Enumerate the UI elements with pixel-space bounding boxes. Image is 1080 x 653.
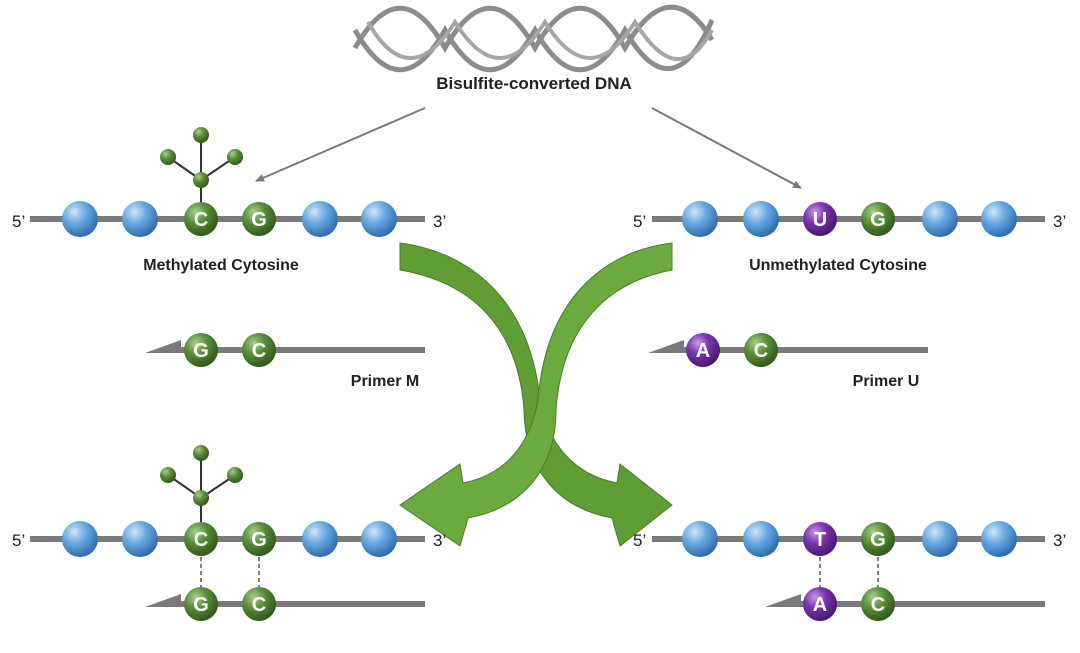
- nucleotide-c-bead: [744, 333, 778, 367]
- nucleotide-g-bead: [184, 333, 218, 367]
- nucleotide-letter: G: [193, 340, 209, 362]
- nucleotide-a-bead: [686, 333, 720, 367]
- crossing-arrows: [399, 242, 673, 547]
- nucleotide-letter: G: [870, 529, 886, 551]
- dna-double-helix-icon: [352, 4, 715, 73]
- nucleotide-letter: G: [193, 594, 209, 616]
- nucleotide-letter: A: [696, 340, 710, 362]
- arrow-to-methylated: [255, 107, 426, 182]
- nucleotide-bead: [361, 201, 397, 237]
- nucleotide-g-bead: [861, 202, 895, 236]
- primer-3prime-arrowhead: [765, 594, 801, 607]
- nucleotide-letter: C: [252, 594, 266, 616]
- nucleotide-letter: C: [754, 340, 768, 362]
- nucleotide-g-bead: [861, 522, 895, 556]
- nucleotide-bead: [62, 201, 98, 237]
- five-prime-label: 5’: [12, 531, 25, 550]
- unmethylated-cytosine-label: Unmethylated Cytosine: [749, 257, 927, 274]
- nucleotide-c-bead: [242, 333, 276, 367]
- nucleotide-letter: T: [814, 529, 826, 551]
- nucleotide-bead: [682, 521, 718, 557]
- three-prime-label: 3’: [433, 212, 446, 231]
- nucleotide-g-bead: [242, 202, 276, 236]
- nucleotide-g-bead: [242, 522, 276, 556]
- nucleotide-letter: G: [251, 529, 267, 551]
- nucleotide-bead: [981, 201, 1017, 237]
- base-pair-links: [200, 557, 879, 587]
- arrow-to-unmethylated: [651, 107, 802, 189]
- nucleotide-t-bead: [803, 522, 837, 556]
- three-prime-label: 3’: [1053, 212, 1066, 231]
- three-prime-label: 3’: [1053, 531, 1066, 550]
- nucleotide-letter: C: [252, 340, 266, 362]
- nucleotide-bead: [302, 521, 338, 557]
- nucleotide-c-bead: [184, 522, 218, 556]
- nucleotide-letter: A: [813, 594, 827, 616]
- nucleotide-letter: G: [870, 209, 886, 231]
- primer-3prime-arrowhead: [145, 340, 181, 353]
- nucleotide-u-bead: [803, 202, 837, 236]
- nucleotide-bead: [122, 521, 158, 557]
- primer-3prime-arrowhead: [145, 594, 181, 607]
- nucleotide-c-bead: [242, 587, 276, 621]
- nucleotide-c-bead: [184, 202, 218, 236]
- methyl-group-icon: [160, 127, 243, 202]
- five-prime-label: 5’: [633, 531, 646, 550]
- nucleotide-bead: [922, 201, 958, 237]
- nucleotide-bead: [122, 201, 158, 237]
- nucleotide-bead: [302, 201, 338, 237]
- nucleotide-letter: C: [194, 209, 208, 231]
- nucleotide-bead: [743, 521, 779, 557]
- nucleotide-letter: G: [251, 209, 267, 231]
- nucleotide-bead: [981, 521, 1017, 557]
- nucleotide-letter: C: [194, 529, 208, 551]
- green-arrow-to-right: [399, 242, 673, 547]
- nucleotide-bead: [361, 521, 397, 557]
- five-prime-label: 5’: [12, 212, 25, 231]
- methylated-cytosine-label: Methylated Cytosine: [143, 257, 299, 274]
- nucleotide-a-bead: [803, 587, 837, 621]
- nucleotide-bead: [62, 521, 98, 557]
- nucleotide-bead: [682, 201, 718, 237]
- nucleotide-letter: U: [813, 209, 827, 231]
- primer-3prime-arrowhead: [648, 340, 684, 353]
- three-prime-label: 3’: [433, 531, 446, 550]
- nucleotide-c-bead: [861, 587, 895, 621]
- primer-u-label: Primer U: [853, 373, 920, 390]
- nucleotide-g-bead: [184, 587, 218, 621]
- nucleotide-letter: C: [871, 594, 885, 616]
- methyl-group-icon: [160, 445, 243, 522]
- diagram-title: Bisulfite-converted DNA: [436, 74, 632, 93]
- five-prime-label: 5’: [633, 212, 646, 231]
- nucleotide-bead: [743, 201, 779, 237]
- primer-m-label: Primer M: [351, 373, 419, 390]
- nucleotide-bead: [922, 521, 958, 557]
- green-arrow-to-left: [399, 242, 673, 547]
